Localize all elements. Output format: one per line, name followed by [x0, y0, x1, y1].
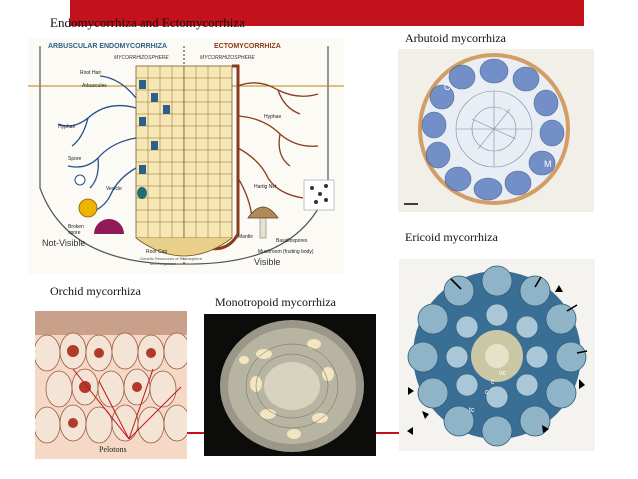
label-left-title: ARBUSCULAR ENDOMYCORRHIZA [48, 43, 167, 50]
arbutoid-label-m: M [544, 159, 552, 169]
broken-spore-shape [94, 219, 124, 234]
arbutoid-micrograph: C M [398, 49, 594, 212]
label-not-visible: Not-Visible [42, 238, 86, 248]
label-mantle: Mantle [238, 234, 254, 240]
orchid-svg [35, 311, 187, 444]
label-mushroom-text: Mushroom [258, 249, 282, 255]
hyphae-left-shapes [57, 75, 137, 215]
root-right [183, 64, 240, 251]
label-credit-line2: Microorganism [150, 261, 177, 266]
label-left-zone: MYCORRHIZOSPHERE [114, 55, 169, 61]
label-right-title: ECTOMYCORRHIZA [214, 43, 281, 50]
label-vesicle: Vesicle [106, 186, 122, 192]
label-hartig-net: Hartig Net [254, 184, 277, 190]
diagram-svg [28, 46, 344, 265]
label-credit-line1: Genetic Resources of Rhizosphere [140, 256, 203, 261]
ericoid-micrograph: vc c c tc [399, 259, 595, 451]
vesicle-shape [137, 187, 147, 199]
label-mushroom-note: (fruiting body) [283, 249, 314, 255]
label-basidiospores: Basidiospores [276, 238, 308, 244]
monotropoid-svg [220, 320, 364, 452]
label-visible: Visible [254, 257, 281, 267]
red-divider-right [376, 432, 410, 434]
orchid-label-pelotons: Pelotons [99, 445, 127, 454]
caption-ericoid: Ericoid mycorrhiza [405, 230, 498, 244]
label-spore: Spore [68, 156, 82, 162]
rhizosphere-boundary [39, 46, 329, 265]
label-root-cap: Root Cap [146, 249, 168, 255]
ericoid-label-vc: vc [499, 370, 506, 377]
arbutoid-label-c: C [444, 82, 451, 92]
ericoid-label-c2: c [485, 389, 489, 396]
label-root-hair: Root Hair [80, 70, 102, 76]
caption-arbutoid: Arbutoid mycorrhiza [405, 31, 506, 45]
monotropoid-micrograph [204, 314, 376, 456]
label-broken-spore: Broken spore [68, 224, 84, 236]
caption-endo-ecto: Endomycorrhiza and Ectomycorrhiza [50, 15, 245, 30]
root-cap-shape [135, 237, 233, 257]
label-mushroom: Mushroom (fruiting body) [258, 249, 314, 255]
caption-monotropoid: Monotropoid mycorrhiza [215, 295, 336, 309]
mycorrhiza-diagram: ARBUSCULAR ENDOMYCORRHIZA ECTOMYCORRHIZA… [28, 38, 344, 274]
caption-orchid: Orchid mycorrhiza [50, 284, 141, 298]
root-left [135, 65, 185, 239]
ericoid-svg [407, 265, 588, 447]
label-hyphae-right: Hyphae [264, 114, 282, 120]
title-banner [70, 0, 584, 26]
spore-shape [74, 174, 86, 186]
spore-large [78, 198, 98, 218]
ericoid-label-tc: tc [469, 407, 475, 414]
arbutoid-svg [404, 53, 570, 205]
label-right-zone: MYCORRHIZOSPHERE [200, 55, 255, 61]
orchid-micrograph: Pelotons [35, 311, 187, 459]
label-hyphae-left: Hyphae [58, 124, 76, 130]
label-arbuscules: Arbuscules [82, 83, 107, 89]
hyphae-right-shapes [237, 82, 319, 219]
mushroom-shape [247, 206, 279, 239]
ericoid-label-c1: c [491, 379, 495, 386]
red-divider-left [186, 432, 206, 434]
